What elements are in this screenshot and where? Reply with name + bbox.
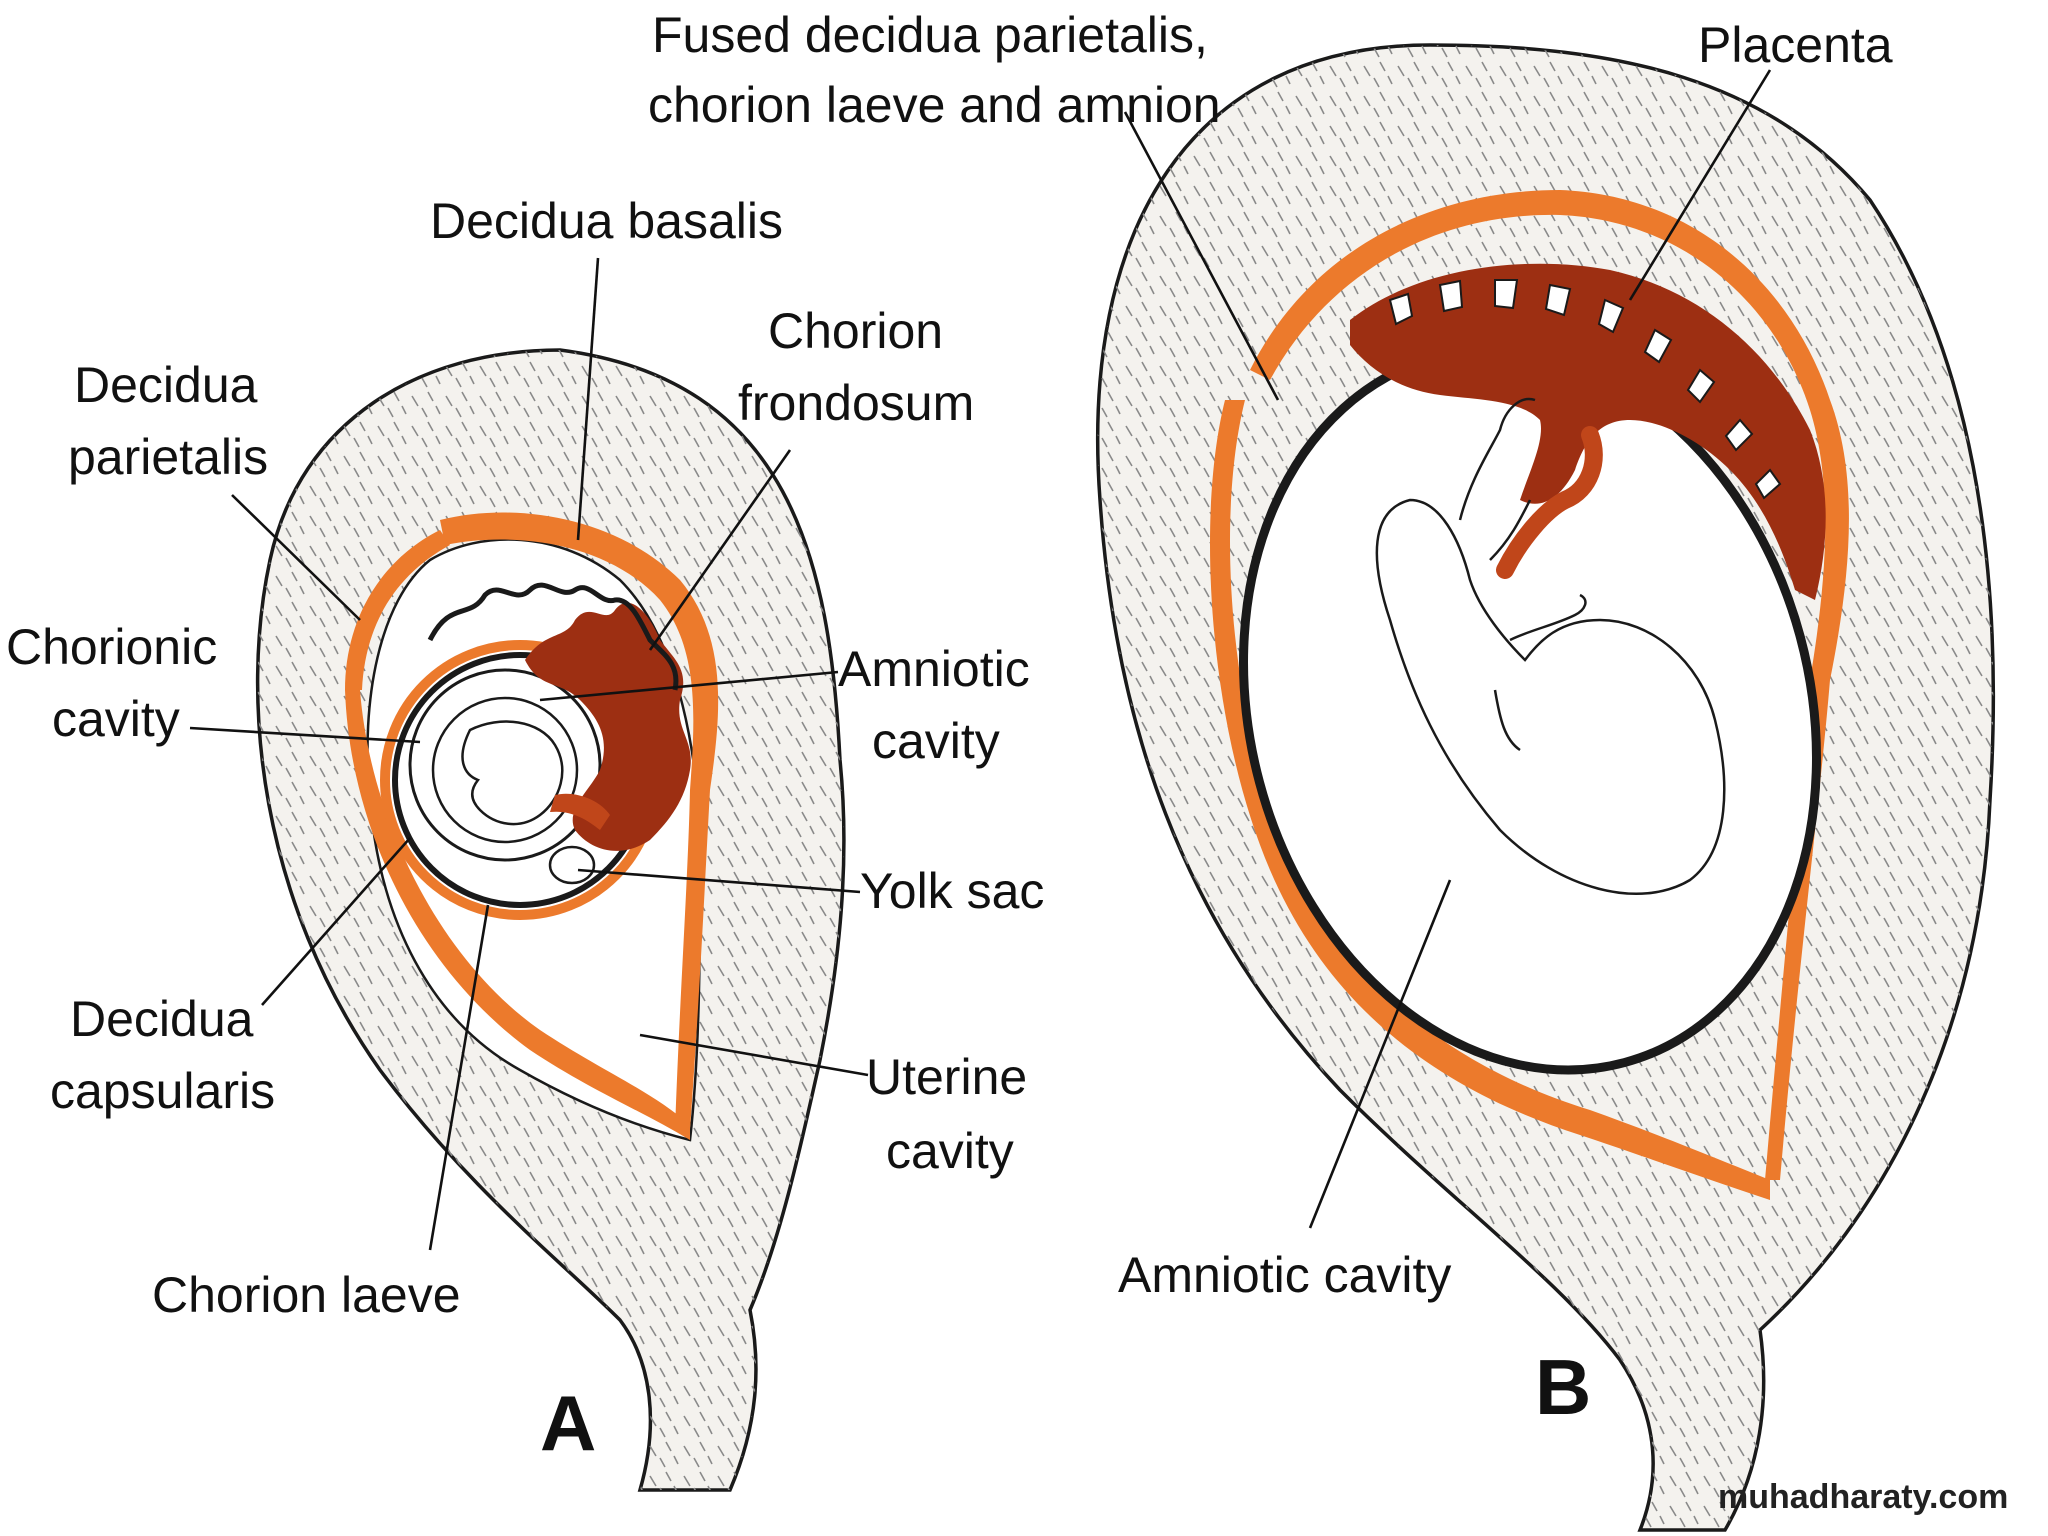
- leader-decidua-capsularis: [261, 837, 411, 1006]
- label-amniotic-cavity-line1: Amniotic: [838, 641, 1030, 697]
- fetus-b: [1375, 498, 1726, 896]
- label-chorionic-cavity-line1: Chorionic: [6, 619, 217, 675]
- leader-amniotic-cavity-b: [1308, 879, 1452, 1229]
- leader-uterine-cavity: [639, 1033, 869, 1077]
- leader-amniotic-cavity: [539, 670, 839, 702]
- decidua-band-b: [1250, 190, 1849, 1180]
- figure-a: Decidua basalis Chorion frondosum Decidu…: [6, 193, 1044, 1492]
- label-amniotic-cavity-line2: cavity: [872, 713, 1000, 769]
- label-decidua-parietalis-line1: Decidua: [74, 357, 258, 413]
- yolk-sac-shape-a: [548, 845, 596, 885]
- decidua-parietalis-band-a: [345, 530, 450, 690]
- decidua-band-a: [440, 512, 719, 1130]
- label-chorionic-cavity-line2: cavity: [52, 691, 180, 747]
- leader-chorion-frondosum: [648, 449, 792, 651]
- embryo-a: [461, 720, 564, 826]
- watermark: muhadharaty.com: [1718, 1478, 2008, 1516]
- leader-chorion-laeve: [428, 904, 490, 1251]
- decidua-capsularis-band-a: [345, 690, 690, 1140]
- connecting-stalk-a: [550, 793, 610, 830]
- label-decidua-capsularis-line1: Decidua: [70, 991, 254, 1047]
- label-decidua-basalis: Decidua basalis: [430, 193, 783, 249]
- panel-letter-a: A: [540, 1379, 596, 1467]
- label-amniotic-cavity-b: Amniotic cavity: [1118, 1247, 1451, 1303]
- fetus-leg-b: [1493, 593, 1587, 752]
- figure-b: Fused decidua parietalis, chorion laeve …: [648, 7, 1996, 1532]
- leader-fused-membranes: [1123, 111, 1280, 401]
- panel-letter-b: B: [1535, 1343, 1591, 1431]
- label-placenta: Placenta: [1698, 17, 1893, 73]
- placental-lacunae-b: [1388, 279, 1782, 500]
- label-chorion-frondosum-line1: Chorion: [768, 303, 943, 359]
- label-yolk-sac: Yolk sac: [860, 863, 1044, 919]
- leader-chorionic-cavity: [189, 726, 421, 744]
- label-chorion-frondosum-line2: frondosum: [738, 375, 974, 431]
- chorion-frondosum-villi-a: [525, 602, 691, 851]
- umbilical-cord-b: [1496, 426, 1603, 579]
- leader-placenta: [1628, 69, 1772, 301]
- leader-decidua-parietalis: [231, 494, 361, 621]
- label-fused-membranes-line2: chorion laeve and amnion: [648, 77, 1221, 133]
- label-chorion-laeve: Chorion laeve: [152, 1267, 461, 1323]
- fetus-arm-b: [1458, 397, 1536, 561]
- label-decidua-parietalis-line2: parietalis: [68, 429, 268, 485]
- label-fused-membranes-line1: Fused decidua parietalis,: [652, 7, 1208, 63]
- label-uterine-cavity-line1: Uterine: [866, 1049, 1027, 1105]
- leader-decidua-basalis: [576, 257, 600, 541]
- label-uterine-cavity-line2: cavity: [886, 1123, 1014, 1179]
- chorion-frondosum-wave-a: [427, 582, 679, 691]
- label-decidua-capsularis-line2: capsularis: [50, 1063, 275, 1119]
- leader-yolk-sac: [577, 868, 861, 894]
